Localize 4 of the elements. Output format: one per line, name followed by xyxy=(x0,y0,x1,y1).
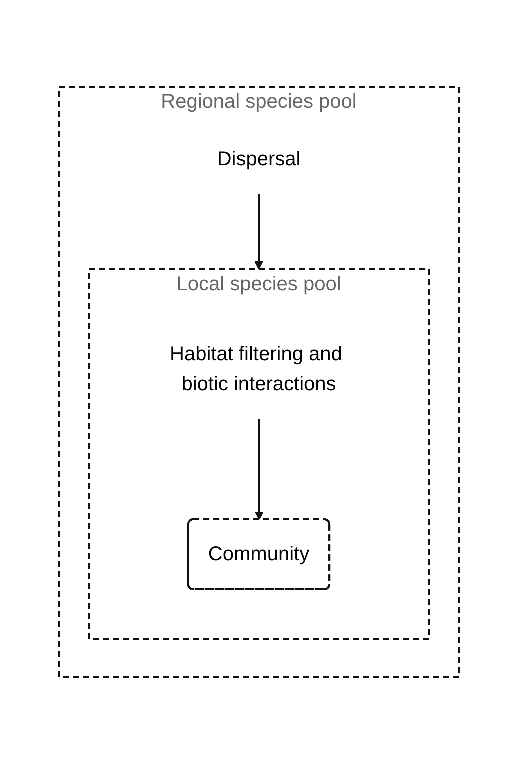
node-text: Dispersal xyxy=(217,148,301,170)
arrow xyxy=(255,419,264,520)
node-text: Habitat filtering and biotic interactions xyxy=(170,343,342,395)
arrow xyxy=(254,194,264,270)
